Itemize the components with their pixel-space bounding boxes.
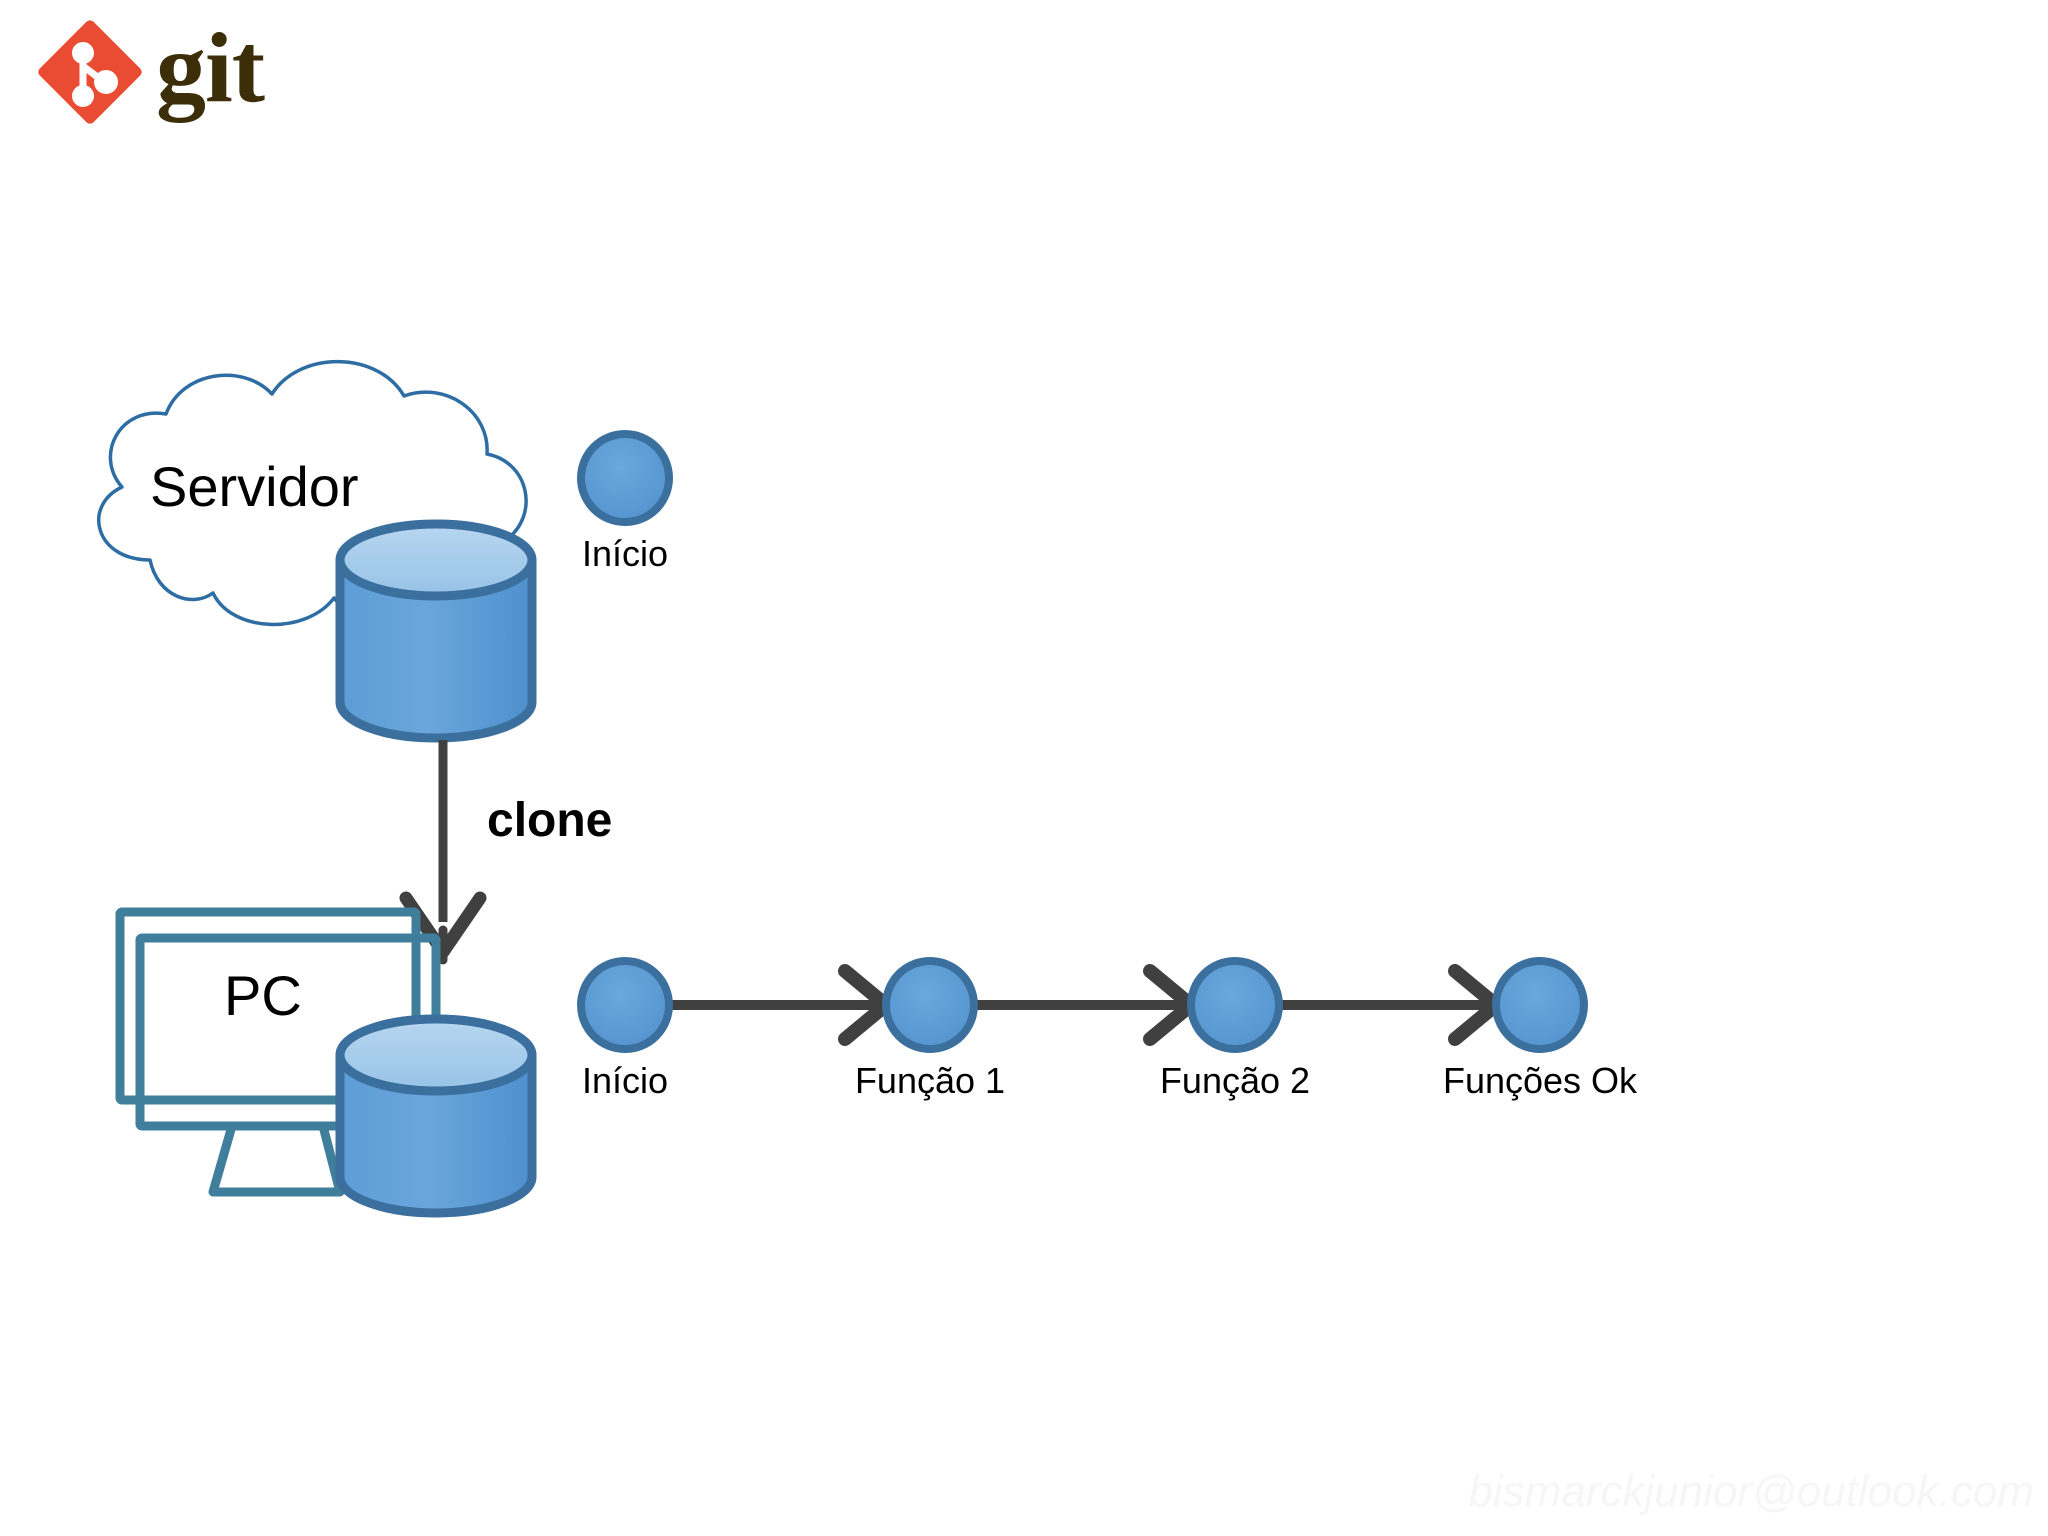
cloud-label-servidor: Servidor (150, 455, 359, 518)
git-logo-icon (38, 20, 142, 124)
commit-label-server-inicio: Início (581, 533, 669, 574)
commit-chain-connectors (669, 964, 1503, 1046)
git-brand-logo: git (38, 14, 298, 134)
commit-label-local-funcao-2: Função 2 (1159, 1060, 1311, 1101)
commit-node-server-inicio[interactable] (577, 430, 673, 526)
commit-node-local-funcao-1[interactable] (882, 957, 978, 1053)
commit-label-local-funcao-1: Função 1 (854, 1060, 1006, 1101)
commit-label-local-inicio: Início (581, 1060, 669, 1101)
git-wordmark: git (156, 12, 265, 123)
local-repository-cylinder-icon (335, 1014, 537, 1218)
commit-node-local-inicio[interactable] (577, 957, 673, 1053)
commit-node-local-funcao-2[interactable] (1187, 957, 1283, 1053)
monitor-label-pc: PC (224, 964, 302, 1027)
server-repository-cylinder-icon (335, 519, 537, 743)
clone-arrow-label: clone (487, 794, 613, 847)
commit-label-local-funcoes-ok: Funções Ok (1442, 1060, 1638, 1101)
commit-node-local-funcoes-ok[interactable] (1492, 957, 1588, 1053)
email-watermark: bismarckjunior@outlook.com (1468, 1467, 2034, 1516)
